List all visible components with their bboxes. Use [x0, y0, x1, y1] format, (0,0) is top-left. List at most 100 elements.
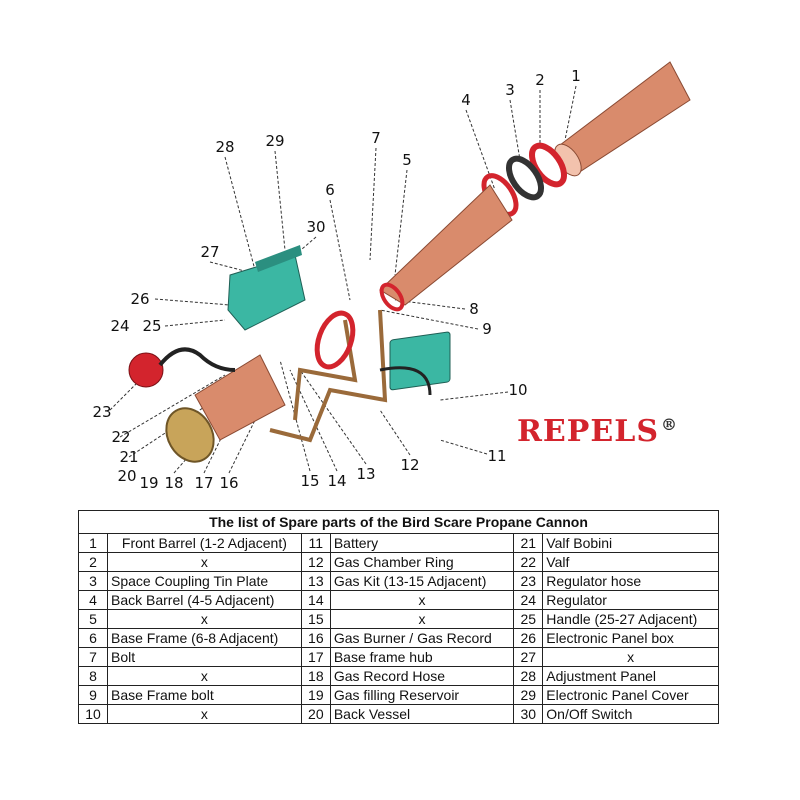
part-name: Base Frame bolt [107, 685, 302, 705]
electronic-panel-box [227, 245, 306, 331]
part-name: Base Frame (6-8 Adjacent) [107, 628, 302, 648]
regulator [128, 347, 236, 388]
spare-parts-table: The list of Spare parts of the Bird Scar… [78, 510, 719, 724]
part-name: x [107, 609, 302, 629]
part-name: x [329, 609, 515, 629]
part-number: 13 [300, 571, 331, 591]
brand-name: REPELS [517, 414, 659, 449]
callout-21: 21 [119, 448, 139, 466]
exploded-diagram [109, 61, 691, 474]
callout-28: 28 [215, 138, 235, 156]
part-name: x [107, 552, 302, 572]
part-number: 18 [300, 666, 331, 686]
callout-23: 23 [92, 403, 112, 421]
part-name: Handle (25-27 Adjacent) [542, 609, 719, 629]
part-number: 24 [513, 590, 544, 610]
callout-5: 5 [402, 151, 412, 169]
callout-4: 4 [461, 91, 471, 109]
part-number: 26 [513, 628, 544, 648]
part-name: Electronic Panel Cover [542, 685, 719, 705]
callout-3: 3 [505, 81, 515, 99]
part-name: Valf [542, 552, 719, 572]
part-number: 15 [300, 609, 331, 629]
part-name: Gas Burner / Gas Record [329, 628, 515, 648]
callout-16: 16 [219, 474, 239, 492]
part-number: 4 [78, 590, 108, 610]
part-number: 14 [300, 590, 331, 610]
callout-12: 12 [400, 456, 420, 474]
part-number: 23 [513, 571, 544, 591]
part-number: 17 [300, 647, 331, 667]
part-name: Regulator hose [542, 571, 719, 591]
brand-logo: REPELS® [517, 414, 678, 449]
callout-17: 17 [194, 474, 214, 492]
part-name: Valf Bobini [542, 533, 719, 553]
part-number: 9 [78, 685, 108, 705]
callout-15: 15 [300, 472, 320, 490]
front-barrel [554, 61, 691, 177]
part-name: x [107, 704, 302, 724]
part-name: Gas Kit (13-15 Adjacent) [329, 571, 515, 591]
part-name: Front Barrel (1-2 Adjacent) [107, 533, 302, 553]
part-number: 2 [78, 552, 108, 572]
callout-8: 8 [469, 300, 479, 318]
part-name: Space Coupling Tin Plate [107, 571, 302, 591]
part-number: 3 [78, 571, 108, 591]
part-name: Back Vessel [329, 704, 515, 724]
part-number: 19 [300, 685, 331, 705]
callout-24: 24 [110, 317, 130, 335]
part-number: 29 [513, 685, 544, 705]
callout-7: 7 [371, 129, 381, 147]
callout-2: 2 [535, 71, 545, 89]
callout-6: 6 [325, 181, 335, 199]
part-number: 6 [78, 628, 108, 648]
part-name: x [329, 590, 515, 610]
part-number: 7 [78, 647, 108, 667]
callout-13: 13 [356, 465, 376, 483]
part-name: Gas Record Hose [329, 666, 515, 686]
part-name: Base frame hub [329, 647, 515, 667]
part-name: Regulator [542, 590, 719, 610]
callout-1: 1 [571, 67, 581, 85]
callout-30: 30 [306, 218, 326, 236]
callout-9: 9 [482, 320, 492, 338]
part-number: 5 [78, 609, 108, 629]
table-title: The list of Spare parts of the Bird Scar… [78, 510, 719, 534]
callout-26: 26 [130, 290, 150, 308]
back-barrel [379, 184, 513, 312]
part-number: 20 [300, 704, 331, 724]
part-name: Back Barrel (4-5 Adjacent) [107, 590, 302, 610]
part-number: 8 [78, 666, 108, 686]
part-number: 30 [513, 704, 544, 724]
part-number: 10 [78, 704, 108, 724]
base-frame [269, 309, 388, 443]
part-number: 21 [513, 533, 544, 553]
part-number: 16 [300, 628, 331, 648]
callout-19: 19 [139, 474, 159, 492]
part-number: 22 [513, 552, 544, 572]
callout-29: 29 [265, 132, 285, 150]
callout-20: 20 [117, 467, 137, 485]
part-name: Adjustment Panel [542, 666, 719, 686]
callout-14: 14 [327, 472, 347, 490]
part-name: Gas filling Reservoir [329, 685, 515, 705]
part-number: 12 [300, 552, 331, 572]
part-number: 11 [300, 533, 331, 553]
part-name: Gas Chamber Ring [329, 552, 515, 572]
part-name: Electronic Panel box [542, 628, 719, 648]
callout-27: 27 [200, 243, 220, 261]
part-name: Battery [329, 533, 515, 553]
part-number: 28 [513, 666, 544, 686]
part-number: 27 [513, 647, 544, 667]
battery [379, 331, 451, 396]
part-number: 1 [78, 533, 108, 553]
callout-10: 10 [508, 381, 528, 399]
